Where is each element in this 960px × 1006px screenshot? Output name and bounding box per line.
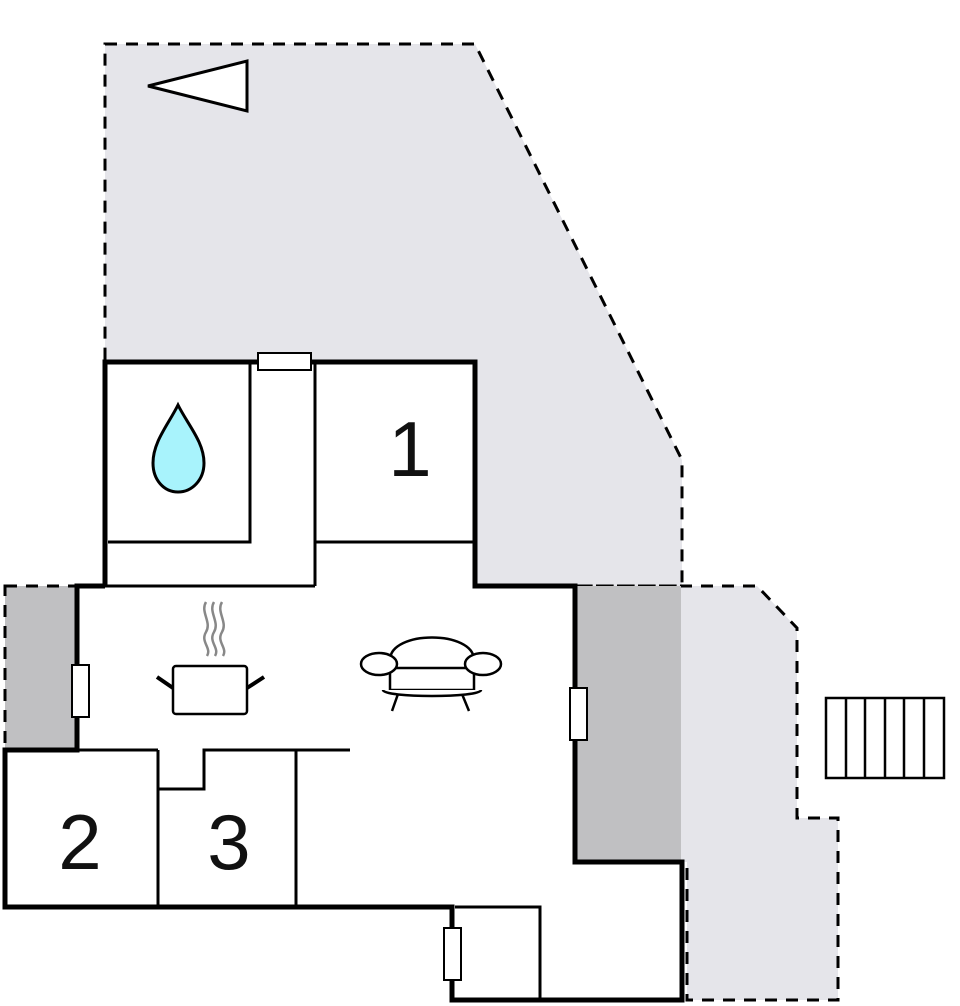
room-number-2: 2 xyxy=(58,798,101,886)
windows xyxy=(71,352,588,981)
closet-wall xyxy=(158,748,350,791)
entry-wall xyxy=(455,905,542,998)
terrace-areas xyxy=(3,42,840,1002)
east-covered-terrace xyxy=(575,586,681,862)
window-south xyxy=(443,927,462,981)
window-north xyxy=(257,352,312,371)
west-covered-terrace xyxy=(3,584,79,752)
cooking-pot-icon xyxy=(155,601,266,716)
interior-walls xyxy=(5,364,542,998)
window-west xyxy=(71,664,90,718)
north-arrow-icon xyxy=(147,59,249,113)
room-number-3: 3 xyxy=(207,798,250,886)
water-drop-icon xyxy=(151,401,206,494)
stairs-icon xyxy=(824,696,946,780)
window-east xyxy=(569,687,588,741)
sofa-icon xyxy=(359,636,503,712)
interior-floor xyxy=(5,362,682,1000)
room-number-1: 1 xyxy=(388,405,431,493)
